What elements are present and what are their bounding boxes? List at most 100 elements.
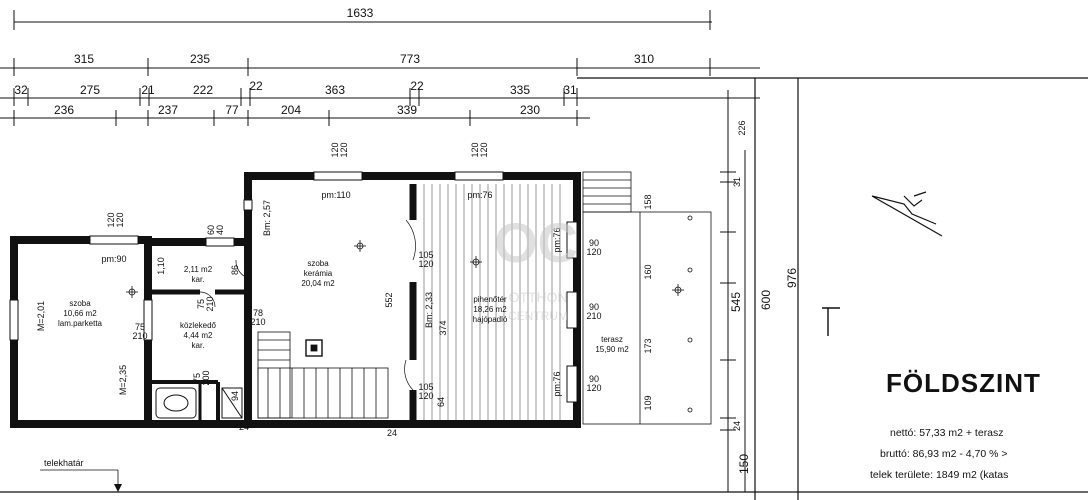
dim-label: 237 (158, 103, 178, 117)
windows (9, 171, 578, 403)
dim-label: 275 (80, 83, 100, 97)
opening-label: 120120 (106, 212, 125, 227)
dim-label: 222 (193, 83, 213, 97)
dim-label: 160 (643, 264, 653, 279)
dim-row-3: 32 275 21 222 22 363 22 335 31 (14, 79, 577, 97)
label-64: 64 (436, 397, 446, 407)
room-name: pihenőtér (473, 295, 507, 304)
dim-label: 77 (225, 103, 239, 117)
room-area: 18,26 m2 (473, 305, 507, 314)
dim-label: 22 (249, 79, 263, 93)
boundary-label: telekhatár (44, 458, 84, 468)
bathroom-fixtures (155, 387, 243, 419)
room-szoba-left: szoba 10,66 m2 lam.parketta (58, 299, 103, 328)
dim-label: 600 (759, 290, 773, 310)
label-374: 374 (438, 320, 448, 335)
dim-label: 236 (54, 103, 74, 117)
dim-label: 363 (325, 83, 345, 97)
dim-label: 24 (732, 421, 742, 431)
dim-label: 235 (190, 52, 210, 66)
dim-label: 310 (634, 52, 654, 66)
label-m235: M=2,35 (118, 365, 128, 395)
room-name: terasz (601, 335, 623, 344)
room-name: szoba (69, 299, 91, 308)
dim-label: 226 (737, 120, 747, 135)
watermark-logo-text: OC (494, 211, 578, 274)
label-bm233: Bm: 2,33 (424, 292, 434, 328)
boundary-marker: telekhatár (40, 458, 122, 492)
room-area: 15,90 m2 (595, 345, 629, 354)
room-pihenoter: pihenőtér 18,26 m2 hajópadló (473, 295, 508, 324)
room-area: 2,11 m2 (184, 265, 213, 274)
plot-boundary (0, 77, 1088, 500)
terrace (582, 211, 712, 425)
floor-hatching (423, 184, 561, 420)
light-markers (126, 240, 684, 298)
watermark-line1: OTTHON (508, 289, 567, 305)
opening-label: 75200 (192, 370, 211, 385)
room-name: szoba (307, 259, 329, 268)
room-floor: kerámia (304, 269, 333, 278)
room-area: 4,44 m2 (184, 331, 213, 340)
misc-labels: pm:90 pm:110 pm:76 pm:76 pm:76 Bm: 2,57 … (36, 190, 562, 438)
label-24b: 24 (387, 428, 397, 438)
dim-label: 22 (410, 79, 424, 93)
label-pm76: pm:76 (467, 190, 492, 200)
right-dimension-chains (720, 90, 746, 492)
external-stairs (582, 171, 632, 213)
section-mark-icon (822, 307, 840, 336)
room-floor: lam.parketta (58, 319, 103, 328)
room-floor: kar. (192, 275, 205, 284)
stat-netto: nettó: 57,33 m2 + terasz (890, 427, 1004, 439)
dim-label: 230 (520, 103, 540, 117)
dim-label: 204 (281, 103, 301, 117)
dim-label: 976 (785, 268, 799, 288)
label-pm76c: pm:76 (552, 371, 562, 396)
dim-label: 173 (643, 338, 653, 353)
dim-label: 31 (563, 83, 577, 97)
room-wc: 2,11 m2 kar. (184, 265, 213, 284)
dim-label: 315 (74, 52, 94, 66)
room-name: közlekedő (180, 321, 217, 330)
north-arrow-icon (871, 191, 943, 237)
label-552: 552 (384, 292, 394, 307)
room-szoba-main: szoba kerámia 20,04 m2 (301, 259, 335, 288)
opening-label: 75210 (196, 296, 215, 311)
label-24a: 24 (239, 422, 249, 432)
opening-label: 120120 (330, 142, 349, 157)
room-kozlekedo: közlekedő 4,44 m2 kar. (180, 321, 217, 350)
label-pm110: pm:110 (321, 190, 350, 200)
watermark-line2: CENTRUM (508, 309, 568, 323)
label-pm90: pm:90 (101, 254, 126, 264)
top-dimension-chains (0, 10, 760, 126)
dim-label: 109 (643, 395, 653, 410)
dim-label: 339 (397, 103, 417, 117)
stat-telek: telek területe: 1849 m2 (katas (870, 469, 1008, 481)
dim-label: 545 (729, 292, 743, 312)
room-area: 10,66 m2 (63, 309, 97, 318)
label-bm257: Bm: 2,57 (262, 200, 272, 236)
opening-label: 6040 (206, 225, 225, 235)
watermark-logo: OC OTTHON CENTRUM (494, 211, 578, 323)
right-dims: 226 31 158 160 173 109 24 545 600 976 15… (643, 120, 799, 474)
room-floor: kar. (192, 341, 205, 350)
label-pm76b: pm:76 (552, 227, 562, 252)
label-110: 1,10 (156, 257, 166, 275)
dim-label: 158 (643, 194, 653, 209)
room-floor: hajópadló (473, 315, 508, 324)
dim-row-4: 236 237 77 204 339 230 (54, 103, 540, 117)
label-94: 94 (230, 391, 240, 401)
dim-label: 335 (510, 83, 530, 97)
interior-stairs (257, 331, 389, 419)
floor-title: FÖLDSZINT (886, 368, 1041, 398)
dim-label: 21 (141, 83, 155, 97)
label-86: 86 (230, 265, 240, 275)
